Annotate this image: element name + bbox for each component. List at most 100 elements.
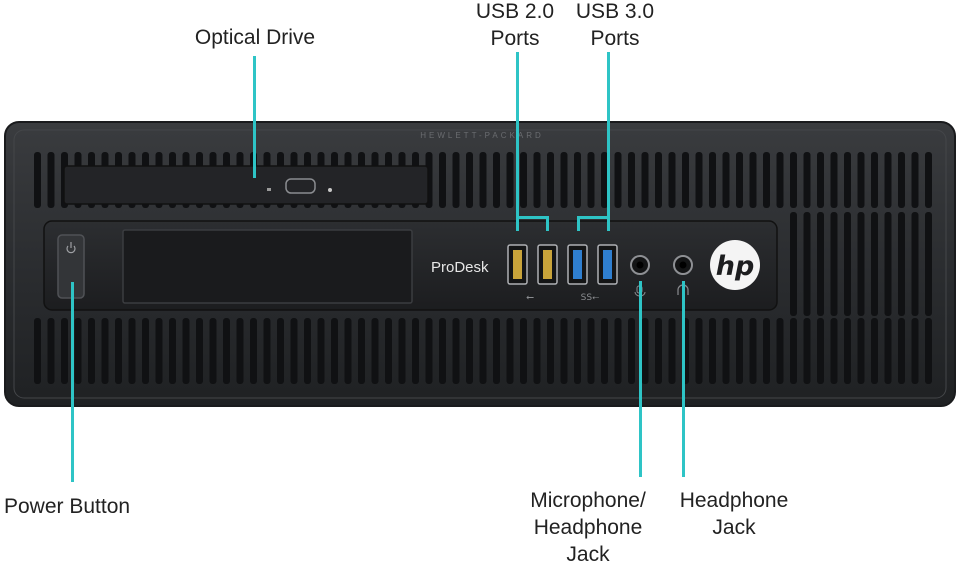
- power-button-label: Power Button: [4, 495, 131, 518]
- vent-slot: [506, 152, 514, 208]
- vent-slot: [857, 212, 865, 316]
- vent-slot: [722, 318, 730, 384]
- usb-3-callout-line: [607, 52, 610, 218]
- vent-slot: [722, 152, 730, 208]
- vent-slot: [223, 318, 230, 384]
- vent-slot: [169, 318, 176, 384]
- vent-slot: [614, 152, 622, 208]
- vent-slot: [587, 152, 595, 208]
- vent-slot: [331, 318, 338, 384]
- vent-slot: [695, 318, 703, 384]
- vent-slot: [520, 152, 527, 208]
- vent-slot: [385, 318, 392, 384]
- vent-slot: [641, 318, 649, 384]
- vent-slot: [155, 318, 163, 384]
- vent-slot: [277, 318, 284, 384]
- vent-slot: [871, 152, 878, 208]
- vent-slot: [560, 152, 568, 208]
- vent-slot: [304, 318, 311, 384]
- vent-slot: [803, 318, 811, 384]
- optical-drive-callout-line: [253, 56, 256, 178]
- vent-slot: [736, 152, 743, 208]
- vent-slot: [128, 318, 136, 384]
- optical-drive-label: Optical Drive: [194, 26, 316, 49]
- vent-slot: [749, 152, 757, 208]
- vent-slot: [911, 212, 919, 316]
- usb-3-port-1[interactable]: [567, 244, 588, 285]
- vent-slot: [587, 318, 595, 384]
- vent-slot: [263, 318, 271, 384]
- vent-slot: [290, 318, 298, 384]
- power-icon: [66, 242, 76, 254]
- vent-slot: [250, 318, 257, 384]
- vent-slot: [493, 318, 500, 384]
- usb-3-port-2[interactable]: [597, 244, 618, 285]
- media-bay-cover: [122, 229, 413, 304]
- vent-slot: [61, 318, 68, 384]
- vent-slot: [439, 318, 446, 384]
- vent-slot: [911, 318, 919, 384]
- hp-logo-text: hp: [716, 251, 755, 282]
- vent-slot: [493, 152, 500, 208]
- vent-slot: [803, 212, 811, 316]
- vent-slot: [479, 318, 487, 384]
- vent-slot: [547, 318, 554, 384]
- vent-slot: [142, 318, 149, 384]
- chassis-bevel: [13, 129, 947, 399]
- vent-slot: [371, 318, 379, 384]
- vent-slot: [898, 152, 905, 208]
- vent-slot: [884, 152, 892, 208]
- usb-2-callout-bracket-right: [546, 216, 549, 231]
- microphone-headphone-jack[interactable]: [630, 255, 650, 275]
- vent-slot: [601, 152, 608, 208]
- hp-logo: hp: [710, 240, 760, 290]
- vent-slot: [790, 212, 797, 316]
- vent-slot: [898, 212, 905, 316]
- usb-2-port-2[interactable]: [537, 244, 558, 285]
- vent-slot: [776, 318, 784, 384]
- vent-slot: [439, 152, 446, 208]
- vent-slot: [830, 212, 838, 316]
- vent-slot: [817, 212, 824, 316]
- vent-slot: [466, 318, 473, 384]
- usb-2-port-1[interactable]: [507, 244, 528, 285]
- vent-slot: [317, 318, 325, 384]
- vent-slot: [844, 152, 851, 208]
- vent-slot: [452, 318, 460, 384]
- vent-slot: [196, 318, 203, 384]
- vent-slot: [925, 212, 932, 316]
- vent-slot: [560, 318, 568, 384]
- optical-drive[interactable]: [63, 165, 429, 205]
- optical-drive-led: [328, 188, 332, 192]
- power-button-callout-line: [71, 282, 74, 482]
- vent-slot: [871, 318, 878, 384]
- vent-slot: [34, 152, 41, 208]
- vent-slot: [925, 318, 932, 384]
- vent-slot: [209, 318, 217, 384]
- vent-slot: [844, 212, 851, 316]
- headphone-jack[interactable]: [673, 255, 693, 275]
- vent-slot: [857, 152, 865, 208]
- usb-3-callout-bracket-right: [607, 216, 610, 231]
- headphone-jack-callout-line: [682, 281, 685, 477]
- vent-slot: [709, 318, 716, 384]
- vent-slot: [695, 152, 703, 208]
- vent-slot: [655, 152, 662, 208]
- model-name: ProDesk: [431, 259, 489, 276]
- usb-2-symbol: ⭠: [526, 292, 534, 303]
- vent-slot: [533, 318, 541, 384]
- optical-drive-eject-button[interactable]: [285, 178, 316, 194]
- vent-slot: [817, 152, 824, 208]
- usb-3-callout-bracket: [577, 216, 610, 219]
- usb-2-ports-label: USB 2.0 Ports: [475, 0, 555, 50]
- vent-slot: [709, 152, 716, 208]
- vent-slot: [533, 152, 541, 208]
- vent-slot: [344, 318, 352, 384]
- vent-slot: [101, 318, 109, 384]
- usb-2-callout-line: [516, 52, 519, 218]
- vent-slot: [641, 152, 649, 208]
- vent-slot: [628, 318, 635, 384]
- vent-slot: [790, 318, 797, 384]
- vent-slot: [790, 152, 797, 208]
